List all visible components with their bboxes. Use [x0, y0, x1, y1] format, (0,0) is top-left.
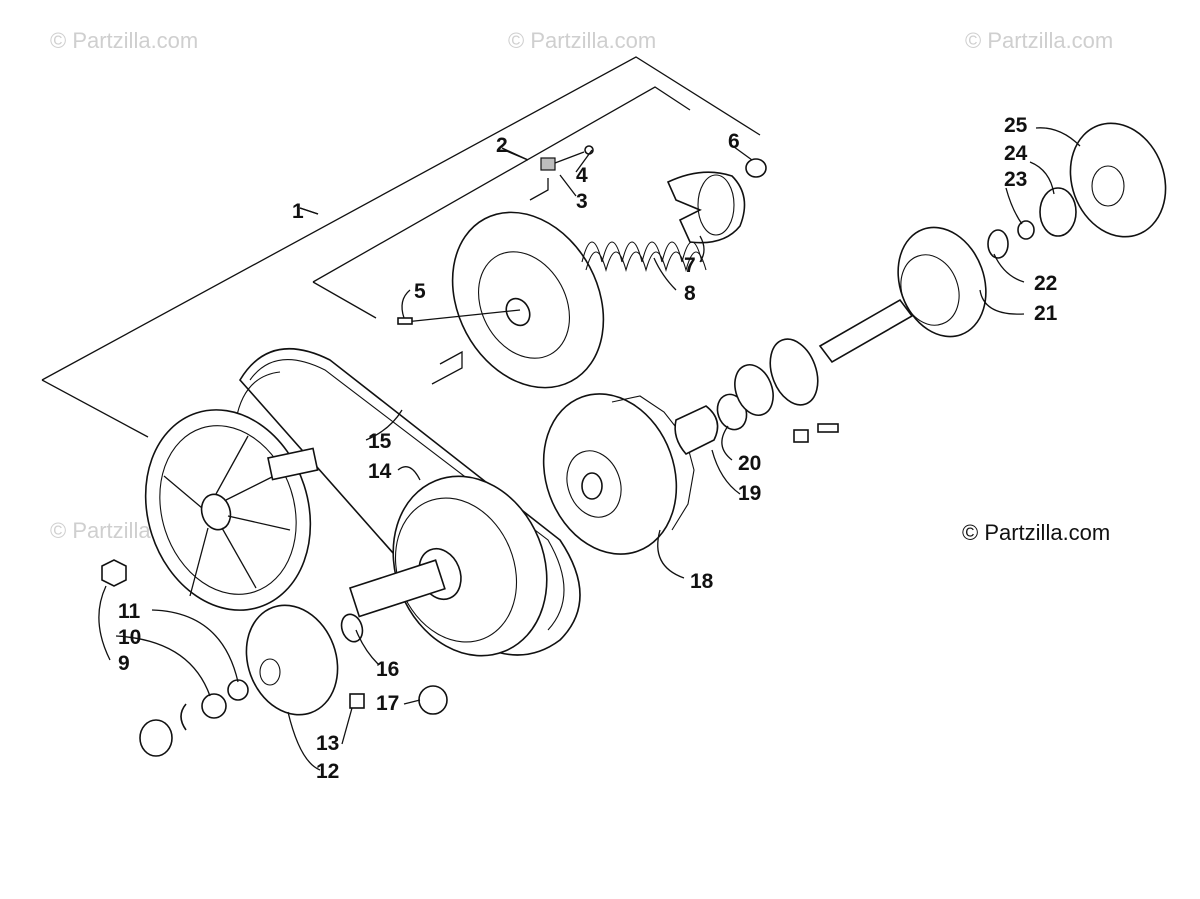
callout-20: 20	[738, 452, 761, 475]
watermark-top-center: © Partzilla.com	[508, 28, 656, 53]
callout-14: 14	[368, 460, 392, 483]
callout-4: 4	[576, 164, 588, 187]
bearing-mid	[734, 364, 774, 416]
callout-10: 10	[118, 626, 141, 649]
bushing-part-23	[1017, 220, 1035, 240]
callout-16: 16	[376, 658, 399, 681]
callout-9: 9	[118, 652, 130, 675]
pin-part-5	[397, 309, 521, 385]
bearing-large	[769, 338, 819, 406]
callout-12: 12	[316, 760, 339, 783]
clutch-part-18	[542, 393, 695, 555]
callout-18: 18	[690, 570, 714, 593]
bolt	[793, 423, 839, 443]
callout-23: 23	[1004, 168, 1027, 191]
ring-part-22	[987, 229, 1009, 259]
callout-25: 25	[1004, 114, 1028, 137]
callout-1: 1	[292, 200, 304, 223]
callout-11: 11	[118, 600, 141, 623]
callout-3: 3	[576, 190, 588, 213]
block-part-13	[349, 693, 365, 709]
spider-part-7	[666, 171, 746, 244]
callout-13: 13	[316, 732, 339, 755]
callout-6: 6	[728, 130, 740, 153]
callout-22: 22	[1034, 272, 1057, 295]
callout-19: 19	[738, 482, 761, 505]
bushing-part-19	[674, 405, 719, 455]
clutch-part-25	[1069, 122, 1167, 238]
nut-part-9	[101, 559, 127, 587]
callout-8: 8	[684, 282, 696, 305]
shaft-part-21	[818, 226, 987, 364]
bushing-part-17	[418, 685, 448, 715]
callout-2: 2	[496, 134, 508, 157]
spring-part-8	[581, 241, 707, 273]
callout-24: 24	[1004, 142, 1028, 165]
sheave-part-12	[245, 604, 339, 716]
movable-sheave	[451, 211, 605, 389]
assembly-bracket-1	[41, 56, 761, 438]
bearing-lower-left	[139, 719, 173, 757]
callout-5: 5	[414, 280, 426, 303]
leader-lines	[98, 127, 1081, 771]
snap-ring	[180, 703, 187, 731]
watermark-top-right: © Partzilla.com	[965, 28, 1113, 53]
watermark-top-left: © Partzilla.com	[50, 28, 198, 53]
copyright-label: © Partzilla.com	[962, 520, 1110, 545]
bearing-part-24	[1039, 187, 1077, 237]
callout-21: 21	[1034, 302, 1058, 325]
callout-15: 15	[368, 430, 392, 453]
spacer-part-10	[201, 693, 227, 719]
clip-ring-part-6	[745, 158, 767, 178]
washer-part-11	[227, 679, 249, 701]
callout-17: 17	[376, 692, 399, 715]
fixed-sheave-left	[144, 409, 319, 611]
shaft-part-16	[340, 559, 446, 643]
callout-7: 7	[684, 254, 696, 277]
